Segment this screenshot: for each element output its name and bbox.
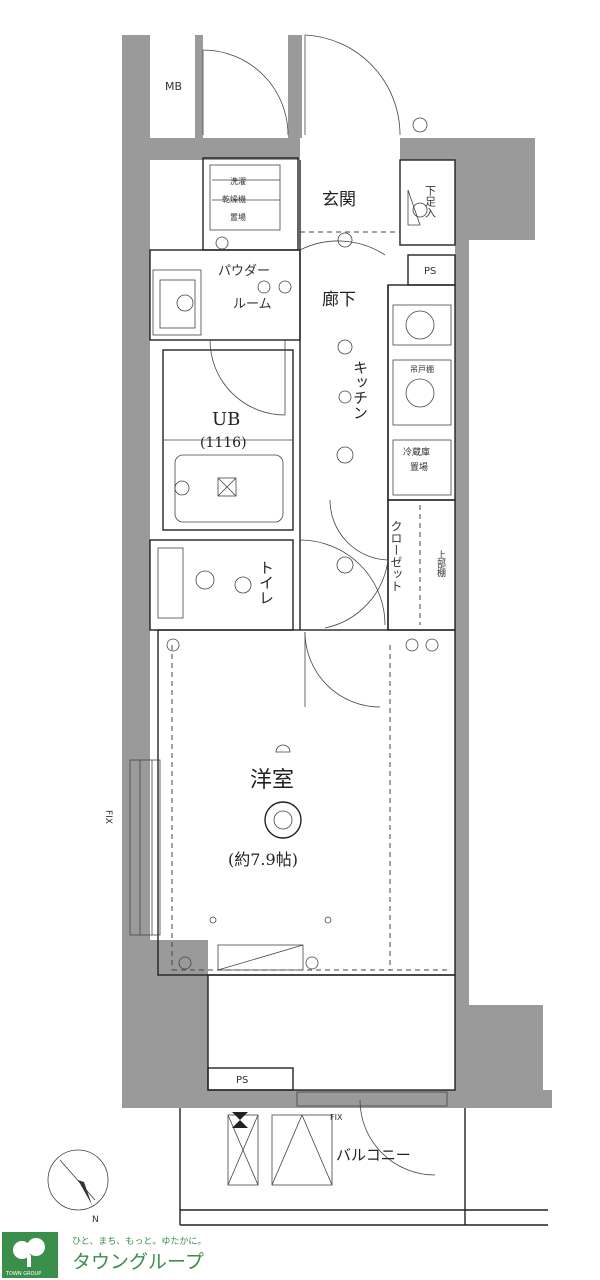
label-fridge-1: 置場	[410, 461, 428, 473]
labels: MB 玄関 下足入 PS 洗濯 乾燥機 置場 パウダー ルーム 廊下 キッチン …	[103, 80, 446, 1164]
label-mb: MB	[165, 80, 182, 93]
label-ub: UB	[212, 409, 240, 430]
label-fix: FIX	[103, 810, 113, 824]
label-washing-2: 置場	[230, 212, 246, 222]
partitions	[129, 157, 548, 1226]
label-powder-room-1: パウダー	[218, 264, 270, 279]
doors	[202, 34, 436, 1176]
label-roka: 廊下	[322, 290, 356, 310]
walls	[122, 35, 552, 1108]
svg-text:N: N	[92, 1215, 99, 1225]
label-kitchen: キッチン	[351, 360, 369, 420]
label-toilet: トイレ	[257, 560, 275, 605]
label-washing-0: 洗濯	[230, 176, 246, 186]
label-yoshitsu-size: (約7.9帖)	[228, 850, 298, 869]
label-gas: 吊戸棚	[410, 364, 434, 374]
logo-tagline: ひと、まち、もっと。ゆたかに。	[72, 1236, 206, 1247]
label-fix-bottom: FIX	[330, 1113, 343, 1122]
label-ps-top: PS	[424, 266, 436, 277]
label-closet-shelf: 上部棚	[435, 550, 446, 578]
label-fridge-0: 冷蔵庫	[403, 446, 430, 458]
logo-brand: タウングループ	[72, 1251, 204, 1273]
label-geta-bako: 下足入	[424, 185, 437, 218]
brand-logo: TOWN GROUP ひと、まち、もっと。ゆたかに。 タウングループ	[2, 1232, 206, 1278]
fixtures	[159, 117, 439, 1128]
label-ub-size: (1116)	[200, 435, 247, 451]
label-washing-1: 乾燥機	[222, 194, 246, 204]
label-yoshitsu: 洋室	[250, 768, 294, 793]
label-powder-room-2: ルーム	[233, 297, 272, 312]
label-balcony: バルコニー	[336, 1146, 411, 1164]
label-genkan: 玄関	[322, 190, 356, 210]
label-ps-bottom: PS	[236, 1075, 248, 1086]
compass: N	[47, 1149, 109, 1225]
logo-sub: TOWN GROUP	[5, 1271, 41, 1277]
label-closet: クローゼット	[389, 520, 403, 592]
